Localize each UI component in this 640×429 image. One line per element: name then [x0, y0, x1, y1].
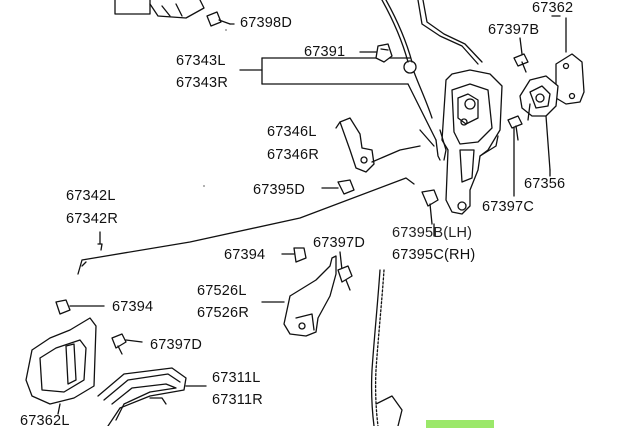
striker-67356-icon — [519, 75, 559, 177]
clip-67394-mid-icon — [281, 247, 307, 263]
key-cylinder-rod-icon — [417, 0, 483, 65]
label-67346l: 67346L — [267, 124, 317, 140]
plate-67362-icon — [555, 17, 585, 105]
label-67362l: 67362L — [20, 413, 70, 429]
lever-67346-icon — [335, 117, 421, 173]
label-67398d: 67398D — [240, 15, 292, 31]
label-67397d-left: 67397D — [150, 337, 202, 353]
label-67343r: 67343R — [176, 75, 228, 91]
highlight-marker — [426, 420, 494, 428]
label-67394-mid: 67394 — [224, 247, 266, 263]
label-67342r: 67342R — [66, 211, 118, 227]
label-67397b: 67397B — [488, 22, 540, 38]
screw-67397d-left-icon — [111, 333, 143, 355]
label-67356: 67356 — [524, 176, 566, 192]
screw-67397c-icon — [507, 115, 523, 197]
label-67395d: 67395D — [253, 182, 305, 198]
label-67342l: 67342L — [66, 188, 116, 204]
label-67397c: 67397C — [482, 199, 534, 215]
label-67395b-lh: 67395B(LH) — [392, 225, 473, 241]
clip-67395d-icon — [321, 179, 355, 195]
rod-67342-icon — [77, 177, 415, 275]
top-left-fragment-icon — [114, 0, 205, 19]
leader-lines — [203, 15, 561, 237]
bolt-67398d-icon — [206, 11, 235, 27]
label-67362-top: 67362 — [532, 0, 574, 16]
door-lock-actuator-icon — [439, 69, 503, 215]
inside-handle-67311-icon — [97, 367, 207, 426]
cover-67362l-icon — [25, 317, 97, 415]
screw-67397b-icon — [513, 37, 529, 73]
label-67343l: 67343L — [176, 53, 226, 69]
lock-rod-icon — [419, 129, 441, 161]
label-67311l: 67311L — [212, 370, 261, 386]
label-67346r: 67346R — [267, 147, 319, 163]
label-67391: 67391 — [304, 44, 346, 60]
label-67397d-mid: 67397D — [313, 235, 365, 251]
label-67311r: 67311R — [212, 392, 263, 408]
clip-67395b-icon — [421, 189, 439, 225]
label-67526l: 67526L — [197, 283, 247, 299]
label-67394-left: 67394 — [112, 299, 154, 315]
label-67395c-rh: 67395C(RH) — [392, 247, 476, 263]
clip-67391-icon — [359, 43, 393, 63]
clip-67394-left-icon — [55, 299, 105, 315]
outside-handle-rod-icon — [381, 0, 433, 119]
bracket-67526-icon — [261, 255, 337, 337]
label-67526r: 67526R — [197, 305, 249, 321]
screw-67397d-mid-icon — [337, 251, 353, 291]
inside-lock-rod-icon — [370, 269, 403, 426]
